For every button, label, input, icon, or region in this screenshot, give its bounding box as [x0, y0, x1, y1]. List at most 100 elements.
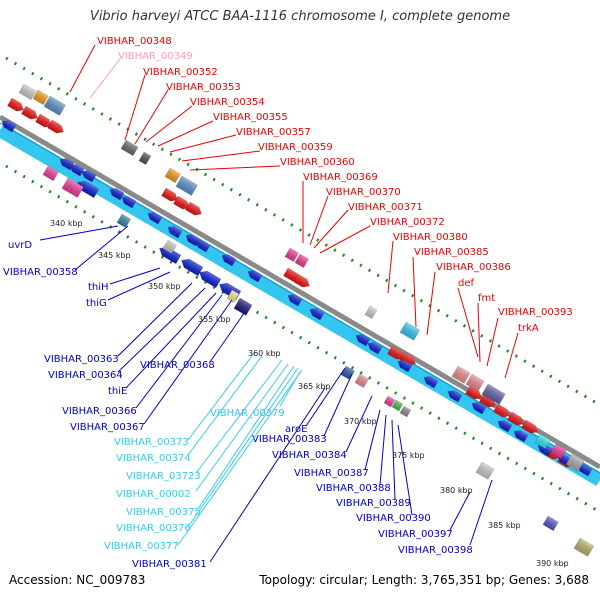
leader-line — [197, 365, 295, 510]
accession-text: Accession: NC_009783 — [9, 573, 146, 587]
gene-label: VIBHAR_00384 — [272, 450, 347, 461]
gene-label: VIBHAR_00002 — [116, 489, 191, 500]
forward-gene-arrow — [507, 411, 524, 426]
forward-gene-arrow — [161, 187, 178, 202]
leader-line — [504, 332, 519, 379]
pseudogene-box — [354, 373, 369, 389]
gene-label: VIBHAR_00377 — [104, 541, 179, 552]
gene-label: VIBHAR_00375 — [126, 507, 201, 518]
leader-line — [187, 355, 263, 456]
reverse-gene-arrow — [497, 420, 513, 433]
gene-label: VIBHAR_00374 — [116, 453, 191, 464]
gene-label: thiH — [88, 282, 109, 293]
gene-label: VIBHAR_00366 — [62, 406, 137, 417]
forward-gene-arrow — [35, 113, 52, 128]
leader-line — [469, 479, 493, 546]
rna-gene-box — [116, 213, 131, 229]
pseudogene-box — [364, 305, 378, 320]
kbp-tick-label: 360 kbp — [248, 349, 281, 358]
kbp-tick-label: 375 kbp — [392, 451, 425, 460]
kbp-tick-label: 390 kbp — [536, 559, 569, 568]
gene-label: VIBHAR_00368 — [140, 360, 215, 371]
leader-line — [486, 317, 499, 367]
pseudogene-box — [18, 83, 37, 101]
pseudogene-box — [465, 373, 485, 392]
leader-line — [305, 367, 346, 427]
gene-label: VIBHAR_00358 — [3, 267, 78, 278]
pseudogene-box — [226, 289, 240, 304]
gene-label: VIBHAR_00389 — [336, 498, 411, 509]
leader-line — [426, 271, 436, 336]
gene-label: VIBHAR_00376 — [116, 523, 191, 534]
pseudogene-box — [162, 239, 177, 255]
leader-line — [134, 89, 169, 145]
reverse-label-layer: uvrD VIBHAR_00358 thiH thiG VIBHAR_00363… — [3, 225, 493, 556]
reverse-gene-arrow — [447, 390, 463, 403]
pseudogene-box — [475, 461, 495, 480]
gene-label: VIBHAR_00388 — [316, 483, 391, 494]
gene-label: VIBHAR_03723 — [126, 471, 201, 482]
gene-label: VIBHAR_00369 — [303, 172, 378, 183]
forward-gene-arrow — [293, 273, 310, 288]
kbp-tick-label: 345 kbp — [98, 251, 131, 260]
reverse-gene-arrow — [471, 402, 487, 415]
gene-label: thiG — [86, 298, 107, 309]
forward-gene-arrow — [7, 97, 24, 112]
pseudogene-box — [138, 151, 152, 166]
leader-line — [117, 282, 193, 357]
gene-label: VIBHAR_00359 — [258, 142, 333, 153]
gene-label: VIBHAR_00354 — [190, 97, 265, 108]
reverse-gene-arrow — [185, 234, 201, 247]
leader-line — [313, 209, 349, 249]
kbp-tick-label: 380 kbp — [440, 486, 473, 495]
pseudogene-box — [164, 167, 181, 184]
reverse-gene-arrow — [147, 212, 163, 225]
gene-label: def — [458, 278, 475, 289]
map-title: Vibrio harveyi ATCC BAA-1116 chromosome … — [89, 9, 511, 24]
gene-label: VIBHAR_00352 — [143, 67, 218, 78]
leader-line — [391, 419, 396, 501]
gene-label: VIBHAR_00373 — [114, 437, 189, 448]
leader-line — [181, 150, 261, 162]
leader-line — [364, 409, 381, 471]
forward-gene-arrow — [47, 119, 64, 134]
pseudogene-box — [32, 89, 49, 106]
gene-label: VIBHAR_00393 — [498, 307, 573, 318]
leader-line — [319, 225, 371, 254]
leader-line — [477, 302, 481, 363]
gene-label: VIBHAR_00360 — [280, 157, 355, 168]
gene-label: thiE — [108, 386, 127, 397]
gene-label: VIBHAR_00357 — [236, 127, 311, 138]
reverse-gene-block — [159, 246, 182, 265]
leader-line — [323, 373, 353, 437]
pseudogene-box — [481, 383, 506, 405]
leader-line — [187, 367, 299, 528]
reverse-gene-arrow — [109, 188, 125, 201]
feature-layer — [1, 83, 595, 557]
gene-label: fmt — [478, 293, 495, 304]
pseudogene-box — [233, 297, 253, 316]
kbp-tick-layer: 340 kbp 345 kbp 350 kbp 355 kbp 360 kbp … — [50, 219, 569, 568]
rna-gene-box — [391, 399, 404, 412]
leader-line — [195, 363, 289, 492]
leader-line — [412, 256, 417, 328]
leader-line — [187, 351, 256, 441]
leader-line — [107, 271, 171, 301]
forward-gene-arrow — [493, 403, 510, 418]
pseudogene-box — [120, 139, 139, 157]
leader-line — [345, 395, 373, 453]
reverse-gene-arrow — [513, 430, 529, 443]
leader-line — [143, 299, 233, 425]
kbp-tick-label: 385 kbp — [488, 521, 521, 530]
reverse-gene-block — [181, 258, 204, 277]
gene-label: VIBHAR_00387 — [294, 468, 369, 479]
rna-gene-box — [383, 395, 396, 408]
reverse-gene-arrow — [121, 196, 137, 209]
forward-gene-arrow — [185, 201, 202, 216]
rna-label-layer: VIBHAR_00379 VIBHAR_00373 VIBHAR_00374 V… — [104, 351, 326, 570]
gene-label: VIBHAR_00364 — [48, 370, 123, 381]
gene-label: VIBHAR_00390 — [356, 513, 431, 524]
reverse-gene-arrow — [59, 158, 75, 171]
